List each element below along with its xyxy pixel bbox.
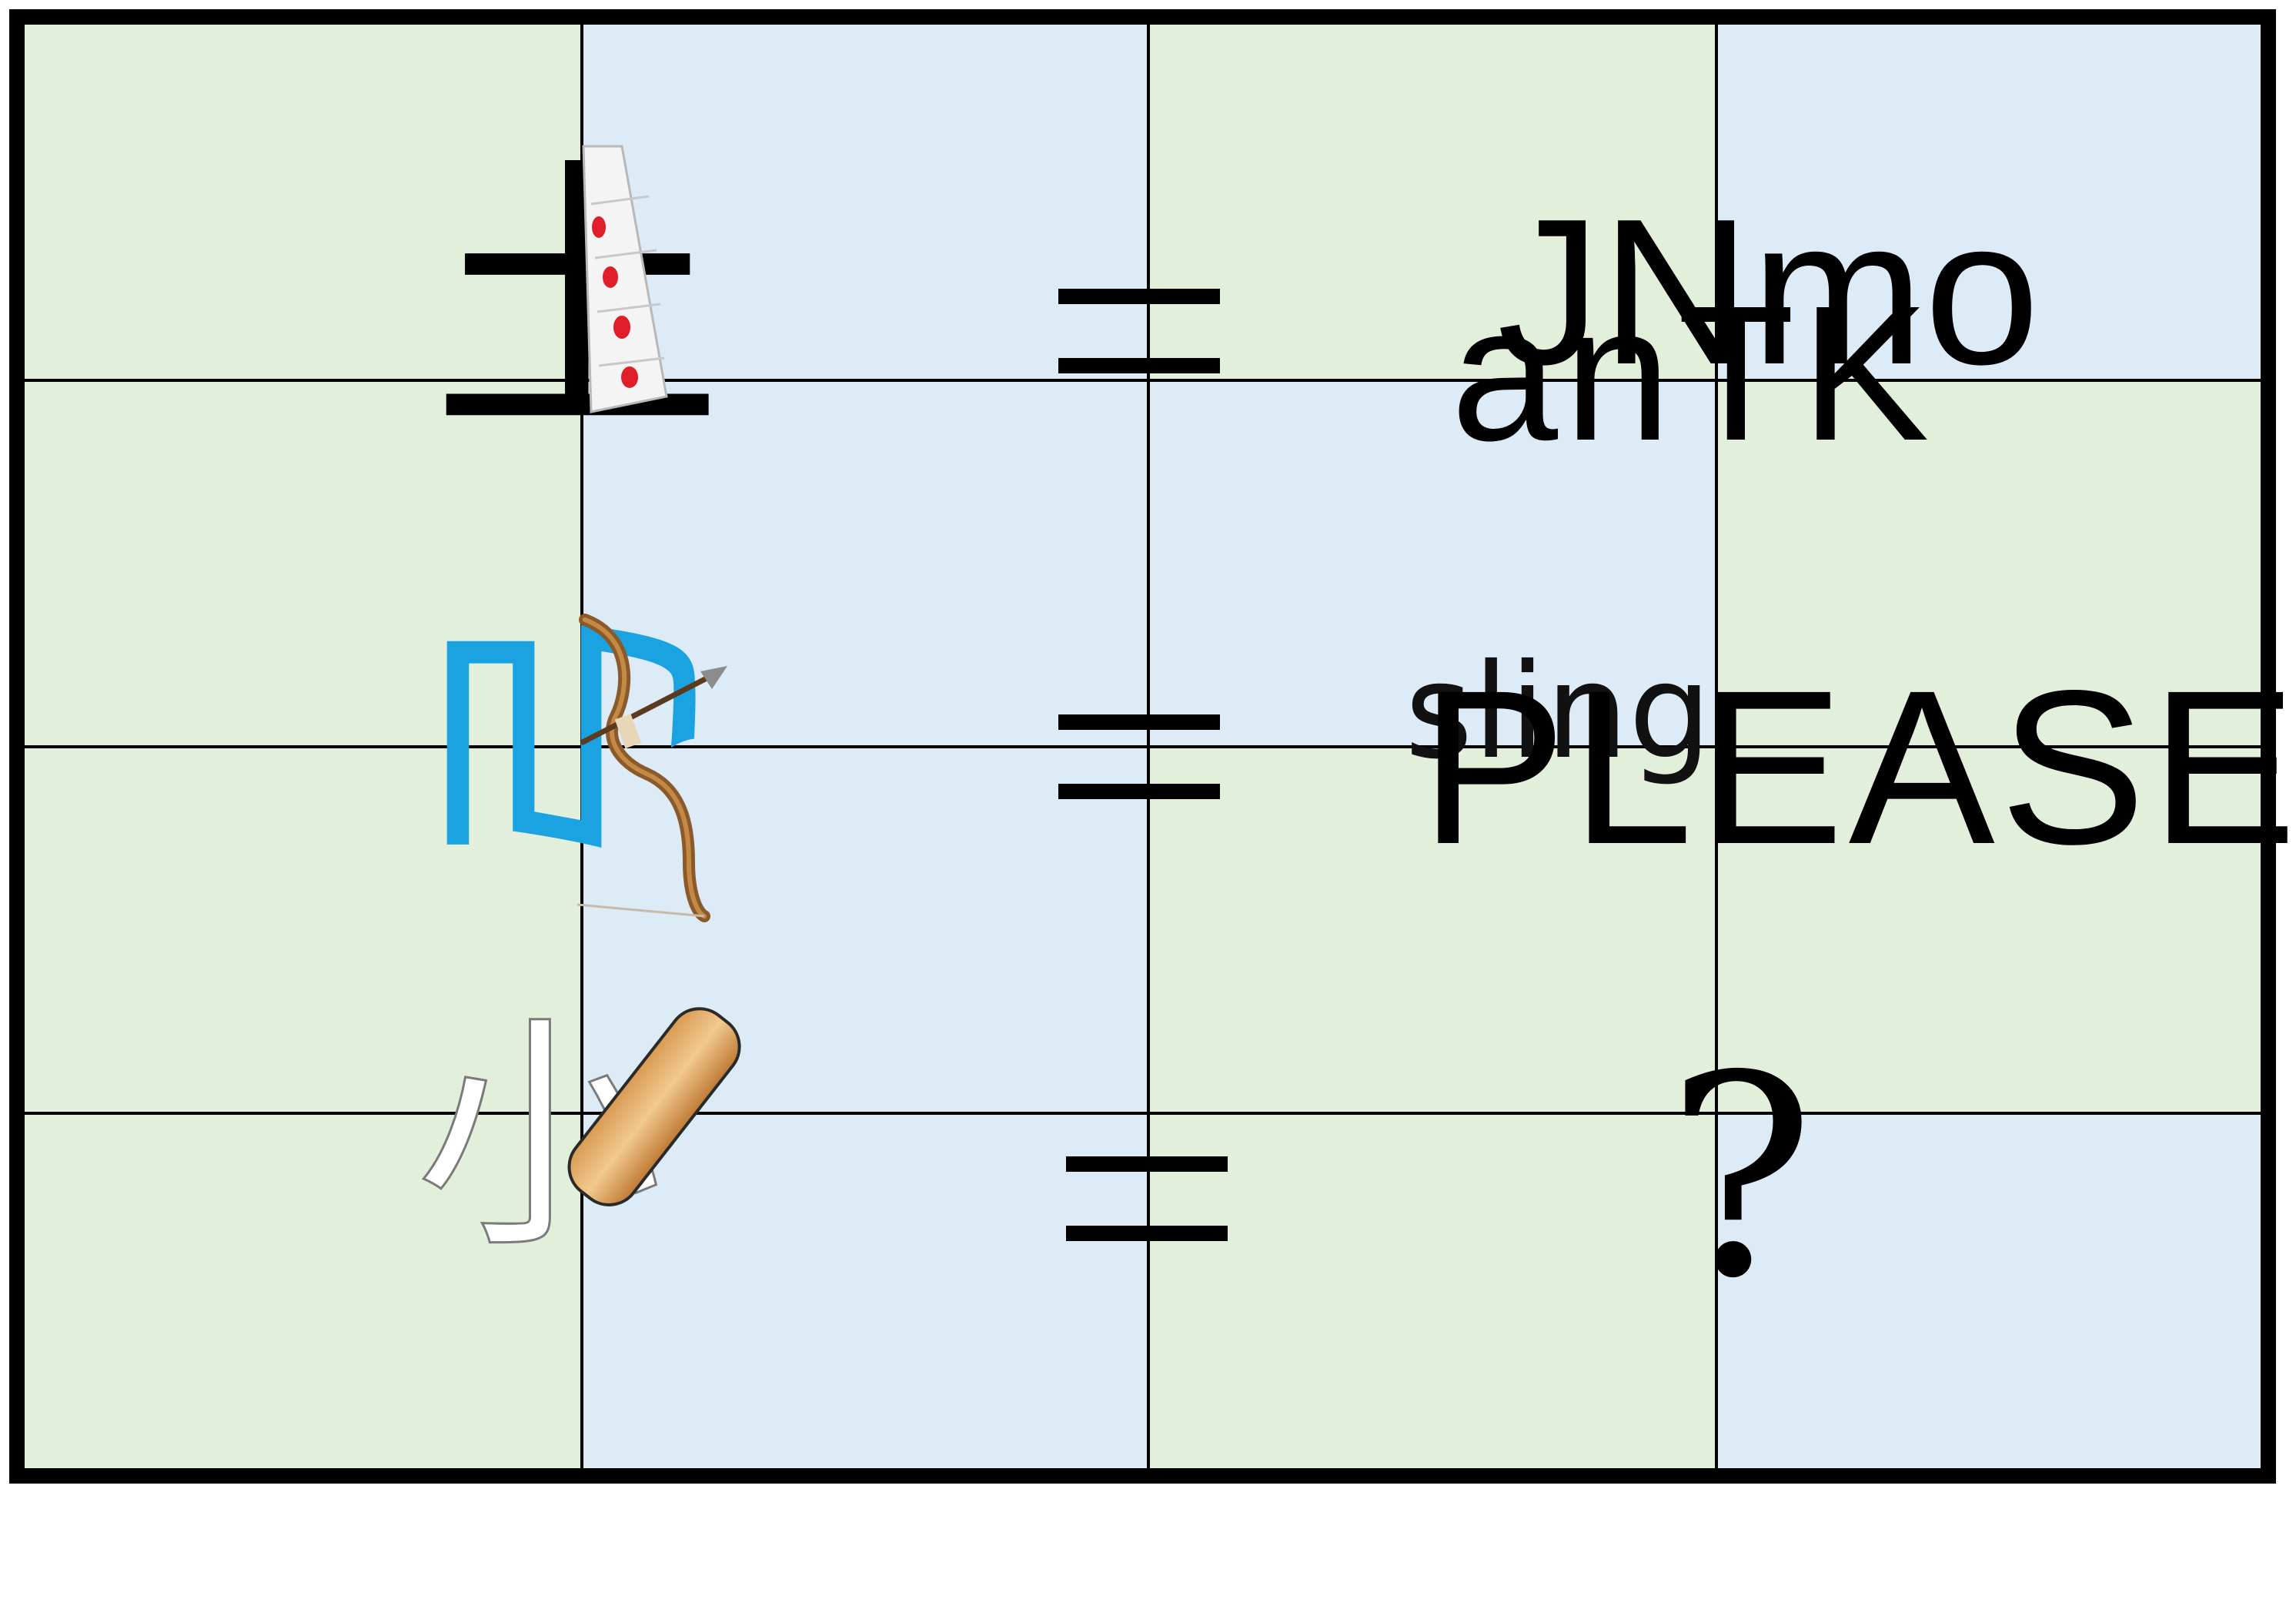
- row2-answer-underlay: sling: [1405, 636, 1712, 788]
- cell-r3-c1: [25, 747, 582, 1113]
- row3-equals-sign: [1066, 1156, 1228, 1241]
- cell-r2-c1: [25, 380, 582, 747]
- cell-r1-c2: [582, 25, 1148, 380]
- row1-character: 土: [431, 133, 724, 474]
- cell-r1-c3: [1148, 25, 1716, 380]
- wooden-bat-icon: [567, 1007, 741, 1206]
- cell-r4-c2: [582, 1113, 1148, 1470]
- bow-and-arrow-icon: [577, 614, 727, 922]
- board-frame: [9, 9, 2276, 1484]
- cell-r2-c2: [582, 380, 1148, 747]
- row1-equals-sign: [1058, 289, 1220, 373]
- row1-answer-text: anTK: [1451, 266, 1936, 480]
- row3-answer-question-mark: ?: [1666, 1016, 1816, 1339]
- cell-r2-c3: [1148, 380, 1716, 747]
- row2-equals-sign: [1058, 714, 1220, 799]
- cell-r2-c4: [1716, 380, 2271, 747]
- cell-r4-c3: [1148, 1113, 1716, 1470]
- cell-r4-c4: [1716, 1113, 2271, 1470]
- grid-line-horizontal: [23, 745, 2271, 748]
- grid-line-horizontal: [23, 379, 2271, 382]
- row1-answer-overlay: JNmo: [1497, 176, 2040, 408]
- cell-r1-c1: [25, 25, 582, 380]
- cell-r4-c1: [25, 1113, 582, 1470]
- playing-cards-icon: [582, 145, 668, 413]
- cell-r3-c3: [1148, 747, 1716, 1113]
- cell-r1-c4: [1716, 25, 2271, 380]
- row2-answer-text: PLEASE: [1420, 645, 2296, 890]
- grid-line-horizontal: [23, 1112, 2271, 1115]
- cell-r3-c4: [1716, 747, 2271, 1113]
